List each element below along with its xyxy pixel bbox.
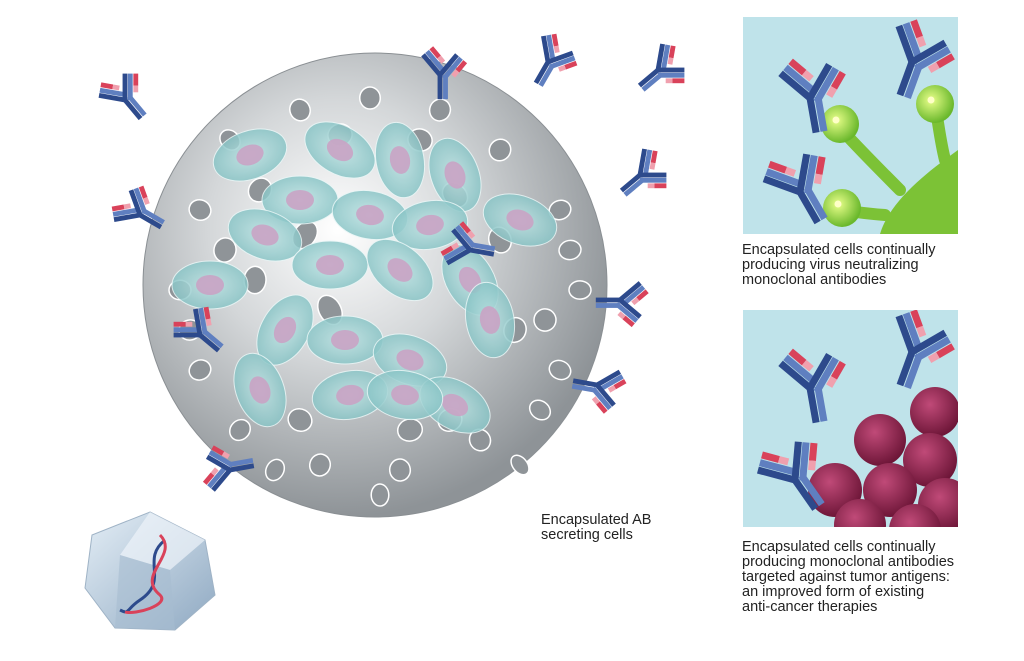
antibody-icon [519, 27, 586, 97]
capsule-pore [188, 199, 212, 221]
encapsulated-cell [291, 240, 369, 290]
capsule-pore [358, 86, 382, 110]
caption-line: Encapsulated cells continually [742, 539, 936, 555]
capsule-pore [289, 98, 311, 122]
capsule-pore [558, 239, 582, 261]
encapsulated-cell [171, 260, 249, 310]
caption-line: targeted against tumor antigens: [742, 569, 950, 585]
capsule-pore [488, 138, 512, 162]
caption-encapsulated-cells: Encapsulated AB secreting cells [541, 513, 691, 543]
caption-line: Encapsulated cells continually [742, 242, 936, 258]
caption-virus-neutralizing: Encapsulated cells continually producing… [742, 243, 982, 288]
antibody-icon [92, 60, 162, 131]
encapsulated-cell [306, 315, 384, 365]
capsule-pore [533, 308, 557, 332]
capsule-pore [308, 453, 332, 477]
encapsulated-cell [374, 121, 426, 199]
encapsulated-cell [482, 193, 558, 247]
capsule-pore [548, 359, 572, 381]
caption-line: Encapsulated AB [541, 512, 652, 528]
virus-panel [743, 17, 958, 234]
encapsulated-cell [391, 199, 469, 251]
caption-line: producing monoclonal antibodies [742, 554, 955, 570]
encapsulated-cell [212, 128, 288, 182]
capsule-pore [568, 280, 592, 300]
encapsulated-cell [311, 369, 389, 421]
caption-line: producing virus neutralizing [742, 257, 919, 273]
tumor-panel [743, 310, 958, 527]
encapsulated-cell [331, 189, 409, 241]
encapsulated-cell [256, 294, 314, 366]
caption-line: anti-cancer therapies [742, 599, 878, 615]
encapsulated-cell [227, 208, 303, 262]
encapsulated-cell [233, 352, 287, 428]
antibody-icon [627, 37, 698, 107]
capsule-pore [428, 98, 452, 122]
encapsulated-cell [366, 369, 444, 421]
capsule-pore [287, 407, 313, 433]
encapsulated-cell [366, 238, 434, 302]
virus-icon [821, 85, 958, 234]
caption-line: an improved form of existing [742, 584, 925, 600]
capsule-pore [264, 458, 286, 482]
encapsulated-cell [261, 175, 339, 225]
caption-tumor-antigens: Encapsulated cells continually producing… [742, 540, 1022, 615]
capsule-pore [370, 483, 390, 507]
dna-capsid-icon [84, 511, 216, 631]
encapsulated-cell [428, 137, 482, 213]
capsule-pore [528, 399, 552, 421]
capsule-pore [188, 359, 212, 381]
capsule [142, 52, 608, 518]
capsule-pore [388, 458, 412, 482]
caption-line: secreting cells [541, 527, 633, 543]
encapsulated-cell [464, 281, 516, 359]
caption-line: monoclonal antibodies [742, 272, 887, 288]
encapsulated-cell [304, 121, 376, 179]
antibody-icon [609, 142, 680, 212]
capsule-pore [510, 454, 530, 476]
capsule-pore [228, 418, 252, 442]
